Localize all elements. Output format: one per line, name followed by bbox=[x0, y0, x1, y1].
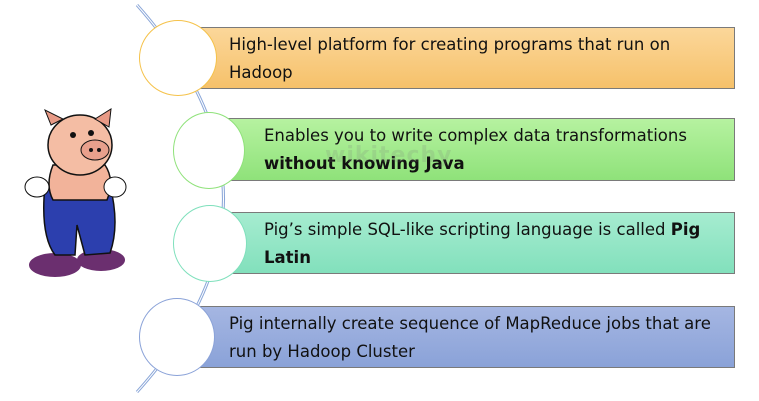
watermark: wikitechy bbox=[325, 143, 453, 168]
bullet-circle-1 bbox=[139, 20, 217, 96]
bullet-circle-2 bbox=[173, 112, 245, 189]
item-box-4: Pig internally create sequence of MapRed… bbox=[185, 306, 735, 368]
item-bold-text: without knowing Java bbox=[264, 154, 465, 173]
item-text: Enables you to write complex data transf… bbox=[264, 126, 687, 145]
pig-mascot-icon bbox=[24, 108, 127, 277]
item-text: Pig internally create sequence of MapRed… bbox=[229, 314, 711, 361]
item-box-2: Enables you to write complex data transf… bbox=[215, 118, 735, 181]
item-text: High-level platform for creating program… bbox=[229, 35, 671, 82]
item-text: Pig’s simple SQL-like scripting language… bbox=[264, 220, 671, 239]
item-bold-text: Pig Latin bbox=[264, 220, 701, 267]
item-box-1: High-level platform for creating program… bbox=[185, 27, 735, 89]
item-box-3: Pig’s simple SQL-like scripting language… bbox=[215, 212, 735, 274]
bullet-circle-4 bbox=[139, 298, 215, 376]
bullet-circle-3 bbox=[173, 205, 247, 282]
